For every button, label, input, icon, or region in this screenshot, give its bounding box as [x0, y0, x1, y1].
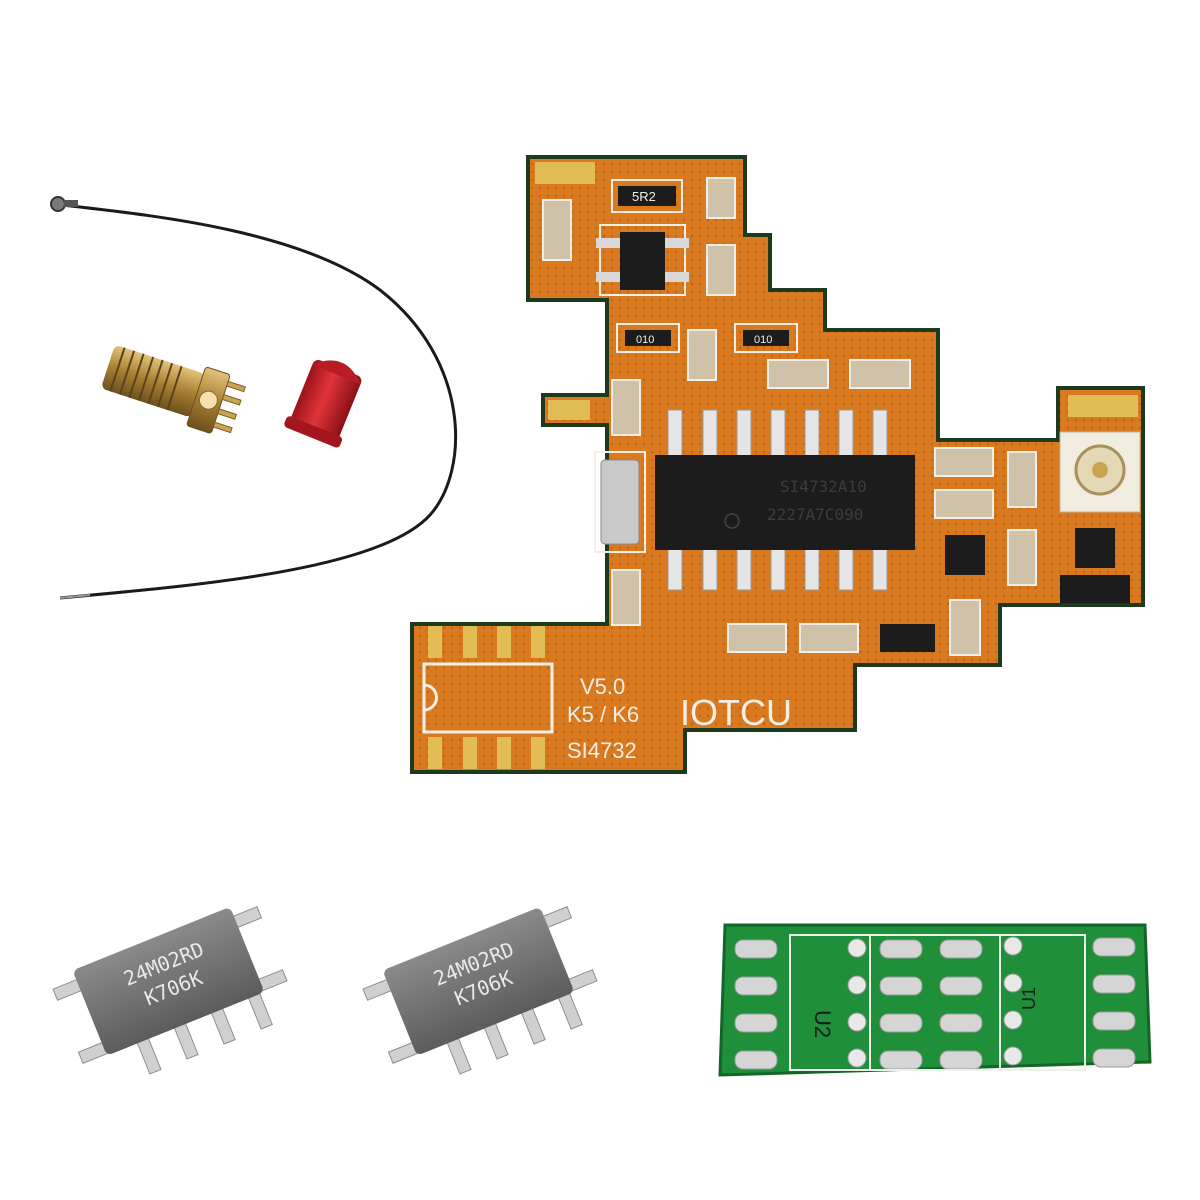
- models-label: K5 / K6: [567, 702, 639, 727]
- version-label: V5.0: [580, 674, 625, 699]
- transistors: [880, 528, 1130, 652]
- resistor-top: 5R2: [611, 179, 683, 213]
- regulator-chip: [596, 224, 689, 296]
- resistor-mid-left: 010: [616, 323, 680, 353]
- resistor-mark: 010: [754, 334, 772, 346]
- crystal-oscillator: [594, 451, 646, 553]
- smd-capacitors: [542, 177, 1037, 656]
- red-dust-cap: [284, 359, 362, 448]
- adapter-vias: [847, 936, 1023, 1068]
- eeprom-chip-2: 24M02RD K706K: [362, 906, 598, 1075]
- si4732-chip: SI4732A10 2227A7C090: [655, 455, 915, 550]
- chip-marking-line1: SI4732A10: [780, 477, 867, 496]
- resistor-mark: 5R2: [632, 189, 656, 204]
- sma-connector: [102, 346, 246, 434]
- adapter-board: U2 U1: [718, 923, 1152, 1077]
- label-u1: U1: [1019, 987, 1039, 1010]
- label-u2: U2: [810, 1010, 835, 1038]
- chip-marking-line2: 2227A7C090: [767, 505, 863, 524]
- adapter-pads: [734, 937, 1136, 1070]
- resistor-mid-right: 010: [734, 323, 798, 353]
- adapter-silkscreen: [789, 934, 1086, 1071]
- main-pcb: 5R2 010 010: [410, 155, 1145, 774]
- cable-bare-end: [59, 594, 91, 599]
- resistor-mark: 010: [636, 334, 654, 346]
- gold-pad: [548, 400, 590, 420]
- chip-label: SI4732: [567, 738, 637, 763]
- ufl-connector: [50, 196, 78, 212]
- chip-pins-top: [667, 409, 888, 461]
- ufl-socket: [1059, 431, 1141, 513]
- brand-label: IOTCU: [680, 692, 792, 733]
- gold-pad: [535, 162, 595, 184]
- eeprom-chip-1: 24M02RD K706K: [52, 906, 288, 1075]
- gold-pad: [1068, 395, 1138, 417]
- antenna-cable: [50, 196, 458, 600]
- sop8-footprint: [422, 626, 554, 769]
